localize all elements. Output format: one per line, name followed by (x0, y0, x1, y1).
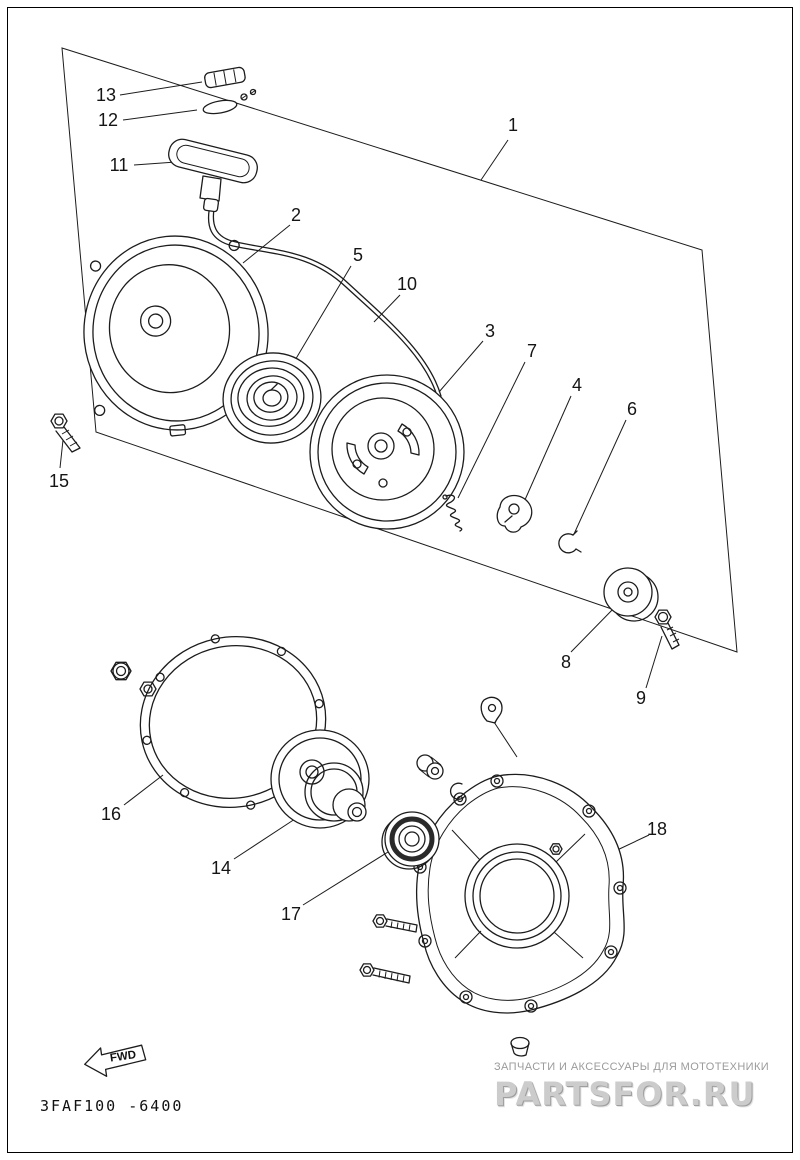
leader-line (438, 340, 484, 393)
part-3-starter-pulley (309, 374, 465, 530)
diagram-code: 3FAF100 -6400 (40, 1097, 184, 1115)
leader-line (373, 294, 401, 323)
part-label-15: 15 (49, 471, 69, 491)
part-label-4: 4 (572, 375, 582, 395)
part-15-bolt (50, 413, 81, 453)
leader-line (123, 774, 164, 806)
part-label-1: 1 (508, 115, 518, 135)
leader-line (133, 161, 177, 166)
part-16-gasket (139, 634, 327, 810)
watermark-brand: PARTSFOR.RU (494, 1075, 756, 1113)
leader-line (302, 851, 389, 906)
part-7-pawl-spring (442, 494, 463, 532)
leader-line (290, 265, 352, 368)
part-5-spiral-spring (222, 352, 322, 444)
part-11-starter-handle (168, 138, 258, 213)
part-label-13: 13 (96, 85, 116, 105)
part-8-drive-plate (603, 567, 659, 622)
part-label-14: 14 (211, 858, 231, 878)
part-label-16: 16 (101, 804, 121, 824)
leader-line (119, 81, 203, 96)
part-9-bolt (654, 609, 680, 650)
leader-line (457, 361, 526, 499)
part-4-drive-pawl (496, 494, 533, 533)
cover-bolts (359, 914, 418, 984)
cable-clamp (480, 696, 518, 758)
leader-lines (59, 81, 663, 906)
part-label-9: 9 (636, 688, 646, 708)
leader-line (480, 139, 509, 181)
part-label-17: 17 (281, 904, 301, 924)
part-6-clip (558, 530, 582, 554)
part-18-crankcase-cover (413, 773, 627, 1014)
leader-line (570, 605, 617, 653)
part-label-11: 11 (110, 155, 129, 175)
part-label-2: 2 (291, 205, 301, 225)
part-label-6: 6 (627, 399, 637, 419)
leader-line (122, 109, 198, 121)
hex-nuts (110, 661, 157, 697)
assembly-outline (61, 47, 738, 653)
part-14-starter-cup (270, 729, 370, 829)
leader-line (573, 419, 627, 535)
part-2-starter-case (83, 235, 269, 437)
fwd-arrow: FWD (84, 1044, 147, 1078)
part-10-starter-rope (207, 198, 442, 400)
plug-cap (510, 1036, 530, 1057)
fwd-label: FWD (109, 1049, 137, 1065)
part-labels: 1 2 3 4 5 6 7 8 9 10 11 12 13 14 15 16 1… (49, 85, 667, 924)
part-label-3: 3 (485, 321, 495, 341)
leader-line (242, 224, 291, 264)
part-13-cap (204, 66, 246, 89)
leader-line (645, 635, 663, 689)
part-label-12: 12 (98, 110, 118, 130)
bushing (416, 754, 444, 780)
leader-line (59, 439, 64, 469)
leader-line (233, 816, 299, 860)
part-17-oil-seal (381, 811, 440, 870)
c-ring (449, 782, 466, 800)
part-12-plate (202, 88, 257, 115)
part-label-10: 10 (397, 274, 417, 294)
part-label-7: 7 (527, 341, 537, 361)
leader-line (523, 395, 572, 503)
part-label-18: 18 (647, 819, 667, 839)
watermark: ЗАПЧАСТИ И АКСЕССУАРЫ ДЛЯ МОТОТЕХНИКИ PA… (494, 1061, 786, 1113)
part-label-8: 8 (561, 652, 571, 672)
watermark-tagline: ЗАПЧАСТИ И АКСЕССУАРЫ ДЛЯ МОТОТЕХНИКИ (494, 1061, 770, 1073)
part-label-5: 5 (353, 245, 363, 265)
